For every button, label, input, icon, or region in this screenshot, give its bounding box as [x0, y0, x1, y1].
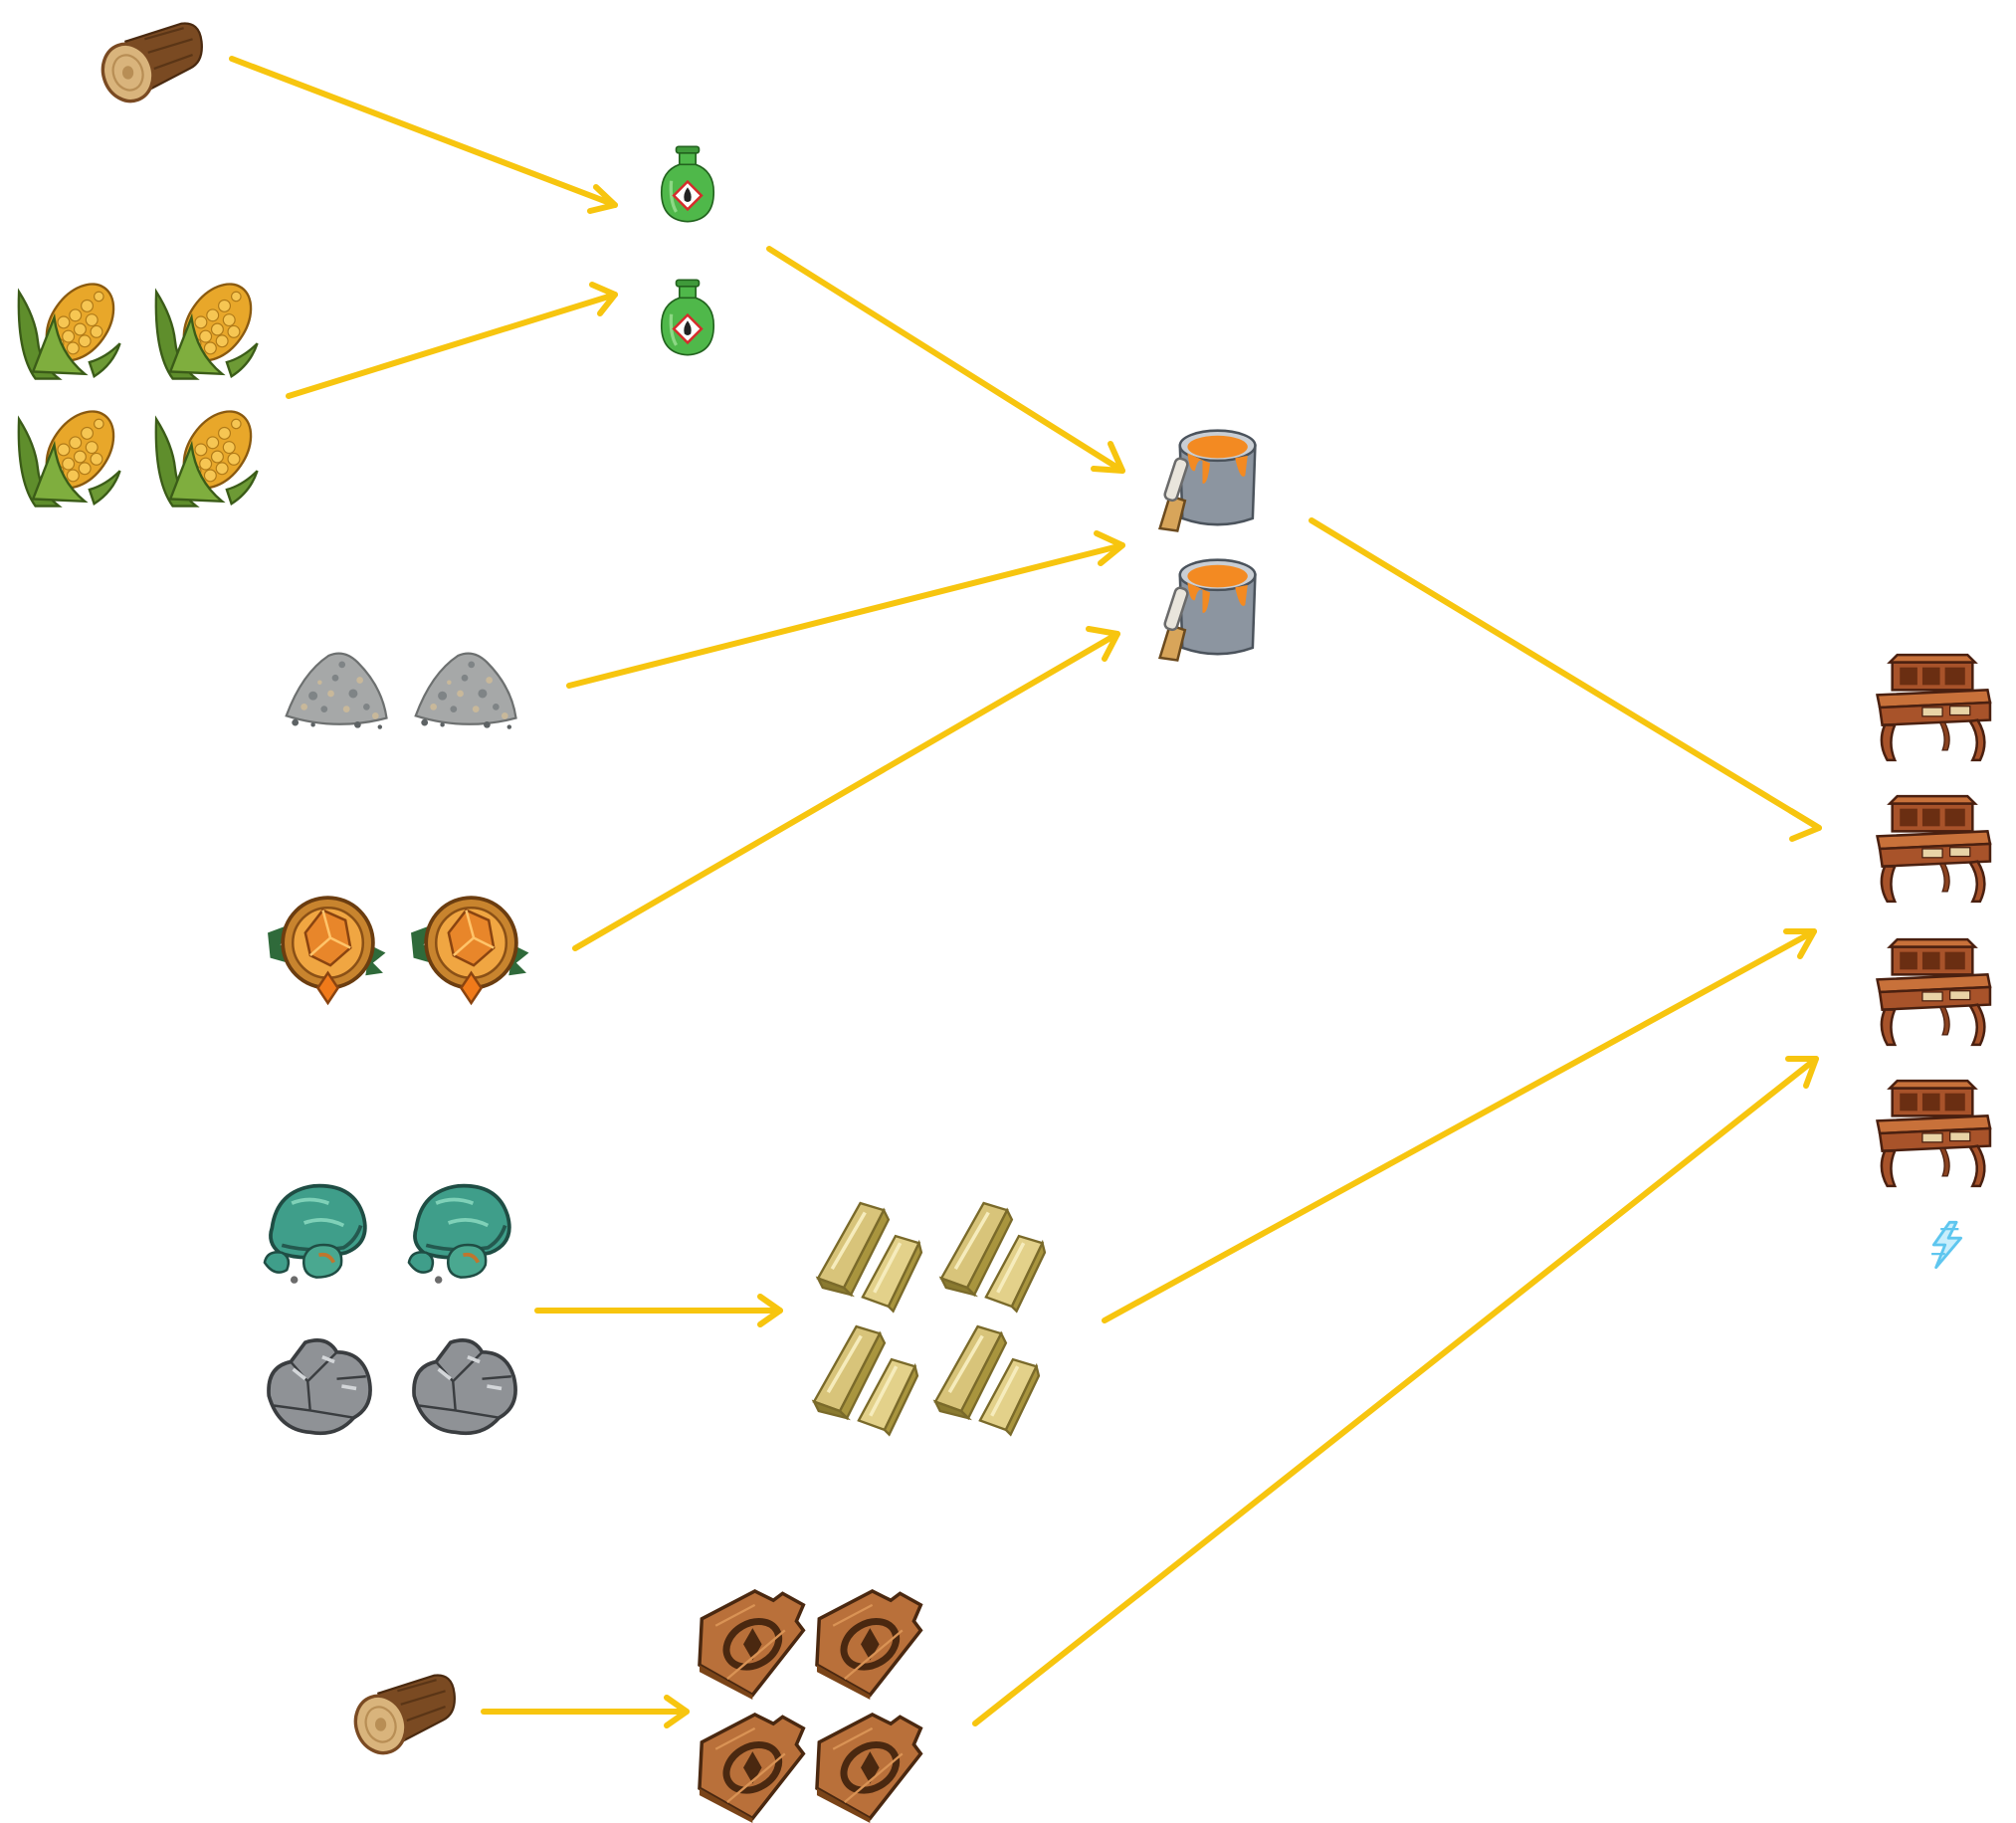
- arrowhead: [1091, 441, 1125, 474]
- fuel-bottle-icon: [647, 123, 728, 245]
- arrow-corn-to-fuel: [286, 292, 618, 399]
- arrow-gravel-to-paint: [566, 542, 1125, 689]
- paint-bucket-icon: [1142, 537, 1268, 663]
- arrowhead: [1785, 1056, 1819, 1089]
- wood-panel-icon: [808, 1708, 927, 1823]
- paint-bucket-icon: [1142, 408, 1268, 533]
- corn-icon: [8, 271, 133, 388]
- log-icon: [90, 8, 211, 119]
- brass-bar-icon: [808, 1196, 931, 1314]
- corn-icon: [145, 398, 271, 515]
- corn-icon: [145, 271, 271, 388]
- arrow-panel-to-desk: [972, 1056, 1819, 1726]
- desk-icon: [1867, 1071, 1998, 1196]
- desk-icon: [1867, 645, 1998, 770]
- amber-icon: [406, 883, 531, 1008]
- arrowhead: [1788, 808, 1822, 842]
- wood-panel-icon: [691, 1708, 810, 1823]
- gravel-icon: [404, 629, 525, 740]
- energy-icon: [1924, 1220, 1970, 1270]
- iron-ore-icon: [402, 1325, 523, 1447]
- arrowhead: [1086, 626, 1120, 662]
- arrowhead: [757, 1294, 783, 1327]
- brass-bar-icon: [931, 1196, 1055, 1314]
- amber-icon: [263, 883, 388, 1008]
- corn-icon: [8, 398, 133, 515]
- wood-panel-icon: [691, 1584, 810, 1700]
- log-icon: [342, 1660, 464, 1771]
- arrow-paint-to-desk: [1309, 517, 1822, 831]
- desk-icon: [1867, 929, 1998, 1055]
- arrowhead: [664, 1695, 690, 1728]
- arrow-brass-to-desk: [1102, 928, 1817, 1323]
- brass-bar-icon: [804, 1319, 927, 1437]
- iron-ore-icon: [257, 1325, 378, 1447]
- gravel-icon: [275, 629, 396, 740]
- copper-ore-icon: [254, 1166, 379, 1290]
- wood-panel-icon: [808, 1584, 927, 1700]
- arrow-amber-to-paint: [572, 631, 1120, 951]
- arrow-log-to-fuel: [229, 56, 618, 208]
- arrowhead: [1783, 928, 1817, 959]
- fuel-bottle-icon: [647, 257, 728, 378]
- arrowhead: [1094, 530, 1125, 566]
- arrow-fuel-to-paint: [766, 246, 1125, 474]
- copper-ore-icon: [398, 1166, 523, 1290]
- brass-bar-icon: [925, 1319, 1049, 1437]
- arrowhead: [587, 184, 618, 214]
- arrowhead: [589, 282, 618, 316]
- desk-icon: [1867, 786, 1998, 912]
